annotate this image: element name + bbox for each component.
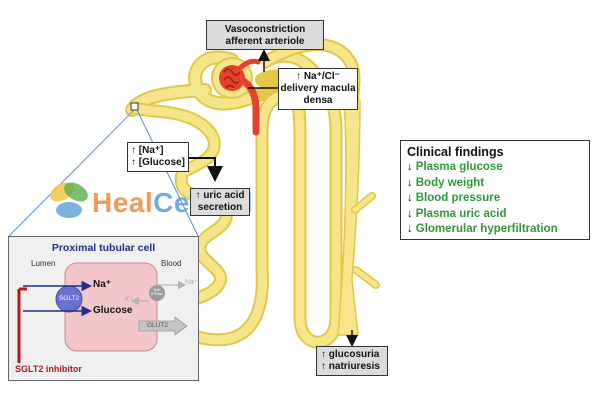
glut2-label: GLUT2	[147, 322, 168, 329]
glomerulus	[211, 57, 261, 136]
clinical-findings-title: Clinical findings	[407, 145, 504, 159]
finding-item: ↓Plasma uric acid	[407, 207, 507, 220]
uric-acid-label: ↑ uric acid secretion	[190, 188, 250, 216]
glucosuria-label: ↑ glucosuria ↑ natriuresis	[316, 346, 388, 376]
na-blood-label: Na⁺	[185, 279, 198, 286]
inhibitor-label: SGLT2 inhibitor	[15, 364, 82, 374]
glucose-label: Glucose	[93, 305, 133, 316]
finding-item: ↓Body weight	[407, 176, 485, 189]
finding-item: ↓Glomerular hyperfiltration	[407, 223, 558, 235]
zoom-line-right	[136, 109, 199, 237]
inhibitor-line	[17, 287, 27, 363]
blood-label: Blood	[161, 259, 182, 268]
sglt2-label: SGLT2	[58, 295, 80, 302]
vasoconstriction-label: Vasoconstriction afferent arteriole	[206, 20, 324, 50]
macula-densa-label: ↑ Na⁺/Cl⁻ delivery macula densa	[278, 68, 358, 110]
healcentral-logo	[50, 182, 88, 218]
finding-item: ↓Blood pressure	[407, 192, 501, 204]
k-blood-label: K⁺	[125, 296, 134, 303]
na-glucose-label: ↑ [Na⁺] ↑ [Glucose]	[127, 142, 189, 172]
zoom-line-left	[8, 109, 135, 237]
proximal-cell-panel: Proximal tubular cell Lumen Blood Na⁺ Gl…	[8, 236, 199, 381]
finding-item: ↓Plasma glucose	[407, 161, 503, 173]
clinical-findings-box: Clinical findings ↓Plasma glucose ↓Body …	[400, 140, 590, 240]
lumen-label: Lumen	[31, 259, 56, 268]
atpase-pump	[149, 285, 165, 301]
na-lumen-label: Na⁺	[93, 279, 112, 290]
atpase-label: NaK ATPase	[150, 288, 164, 296]
panel-title: Proximal tubular cell	[51, 242, 156, 254]
na-glucose-arrow	[188, 157, 223, 182]
glut2-arrow	[138, 316, 188, 336]
